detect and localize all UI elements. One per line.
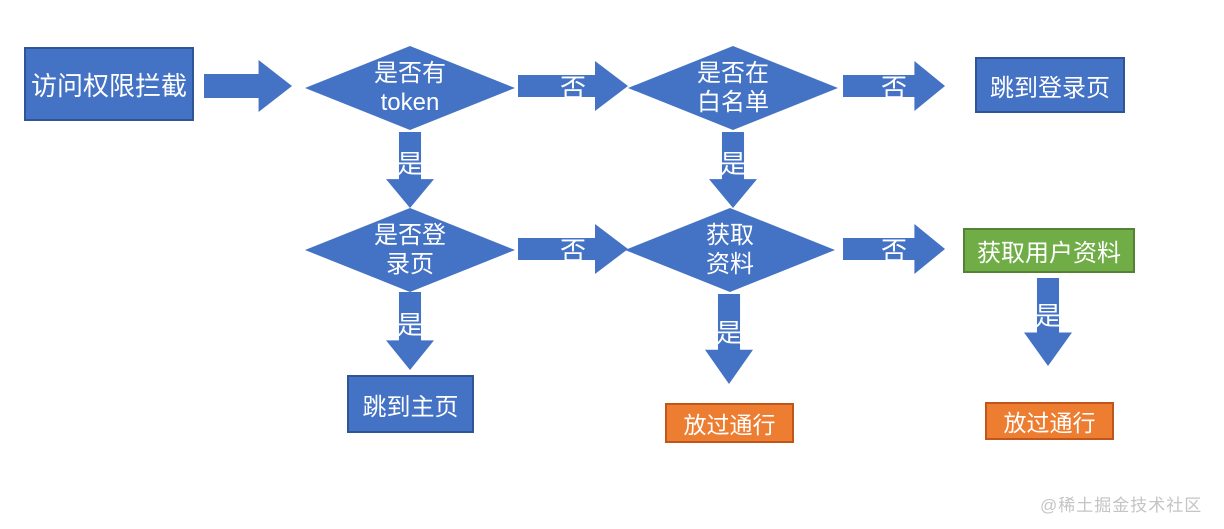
node-to-login: 跳到登录页 bbox=[975, 57, 1125, 113]
watermark: @稀土掘金技术社区 bbox=[1040, 496, 1203, 515]
decision-is-login-page-line2: 录页 bbox=[386, 251, 434, 278]
arrow-is-login-page-no: 否 bbox=[518, 224, 628, 274]
block-arrow-right-icon bbox=[204, 60, 292, 112]
arrow-is-login-page-yes: 是 bbox=[386, 292, 434, 370]
edge-label-yes: 是 bbox=[715, 317, 742, 348]
decision-is-login-page: 是否登 录页 bbox=[305, 208, 515, 292]
arrow-get-user-profile-yes: 是 bbox=[1024, 278, 1072, 366]
decision-has-token: 是否有 token bbox=[305, 46, 515, 130]
arrow-start-to-has-token bbox=[204, 60, 292, 112]
decision-has-token-line1: 是否有 bbox=[374, 60, 446, 87]
node-pass-1-label: 放过通行 bbox=[683, 412, 776, 438]
node-start-label: 访问权限拦截 bbox=[30, 70, 187, 101]
edge-label-no: 否 bbox=[880, 72, 907, 103]
decision-get-profile-line2: 资料 bbox=[706, 251, 754, 278]
node-start: 访问权限拦截 bbox=[24, 47, 194, 121]
decision-has-token-line2: token bbox=[380, 89, 440, 116]
arrow-get-profile-yes: 是 bbox=[705, 294, 753, 384]
node-pass-1: 放过通行 bbox=[665, 403, 794, 443]
arrow-whitelist-no: 否 bbox=[843, 61, 945, 111]
decision-get-profile-line1: 获取 bbox=[706, 222, 754, 249]
node-pass-2-label: 放过通行 bbox=[1003, 410, 1096, 436]
edge-label-no: 否 bbox=[880, 235, 907, 266]
decision-whitelist-line2: 白名单 bbox=[697, 89, 769, 116]
edge-label-no: 否 bbox=[559, 72, 586, 103]
edge-label-yes: 是 bbox=[1034, 300, 1061, 331]
node-pass-2: 放过通行 bbox=[985, 402, 1114, 440]
decision-whitelist: 是否在 白名单 bbox=[628, 46, 838, 130]
arrow-whitelist-yes: 是 bbox=[709, 132, 757, 208]
node-get-user-profile-label: 获取用户资料 bbox=[977, 240, 1121, 267]
decision-get-profile: 获取 资料 bbox=[625, 208, 835, 292]
edge-label-yes: 是 bbox=[719, 148, 746, 179]
arrow-get-profile-no: 否 bbox=[843, 224, 945, 274]
arrow-has-token-no: 否 bbox=[518, 61, 628, 111]
decision-is-login-page-line1: 是否登 bbox=[374, 222, 446, 249]
decision-whitelist-line1: 是否在 bbox=[697, 60, 769, 87]
edge-label-no: 否 bbox=[559, 235, 586, 266]
node-to-login-label: 跳到登录页 bbox=[990, 74, 1110, 102]
edge-label-yes: 是 bbox=[396, 148, 423, 179]
edge-label-yes: 是 bbox=[396, 309, 423, 340]
node-to-home: 跳到主页 bbox=[347, 375, 474, 433]
node-get-user-profile: 获取用户资料 bbox=[963, 228, 1135, 273]
arrow-has-token-yes: 是 bbox=[386, 132, 434, 208]
node-to-home-label: 跳到主页 bbox=[362, 393, 459, 421]
